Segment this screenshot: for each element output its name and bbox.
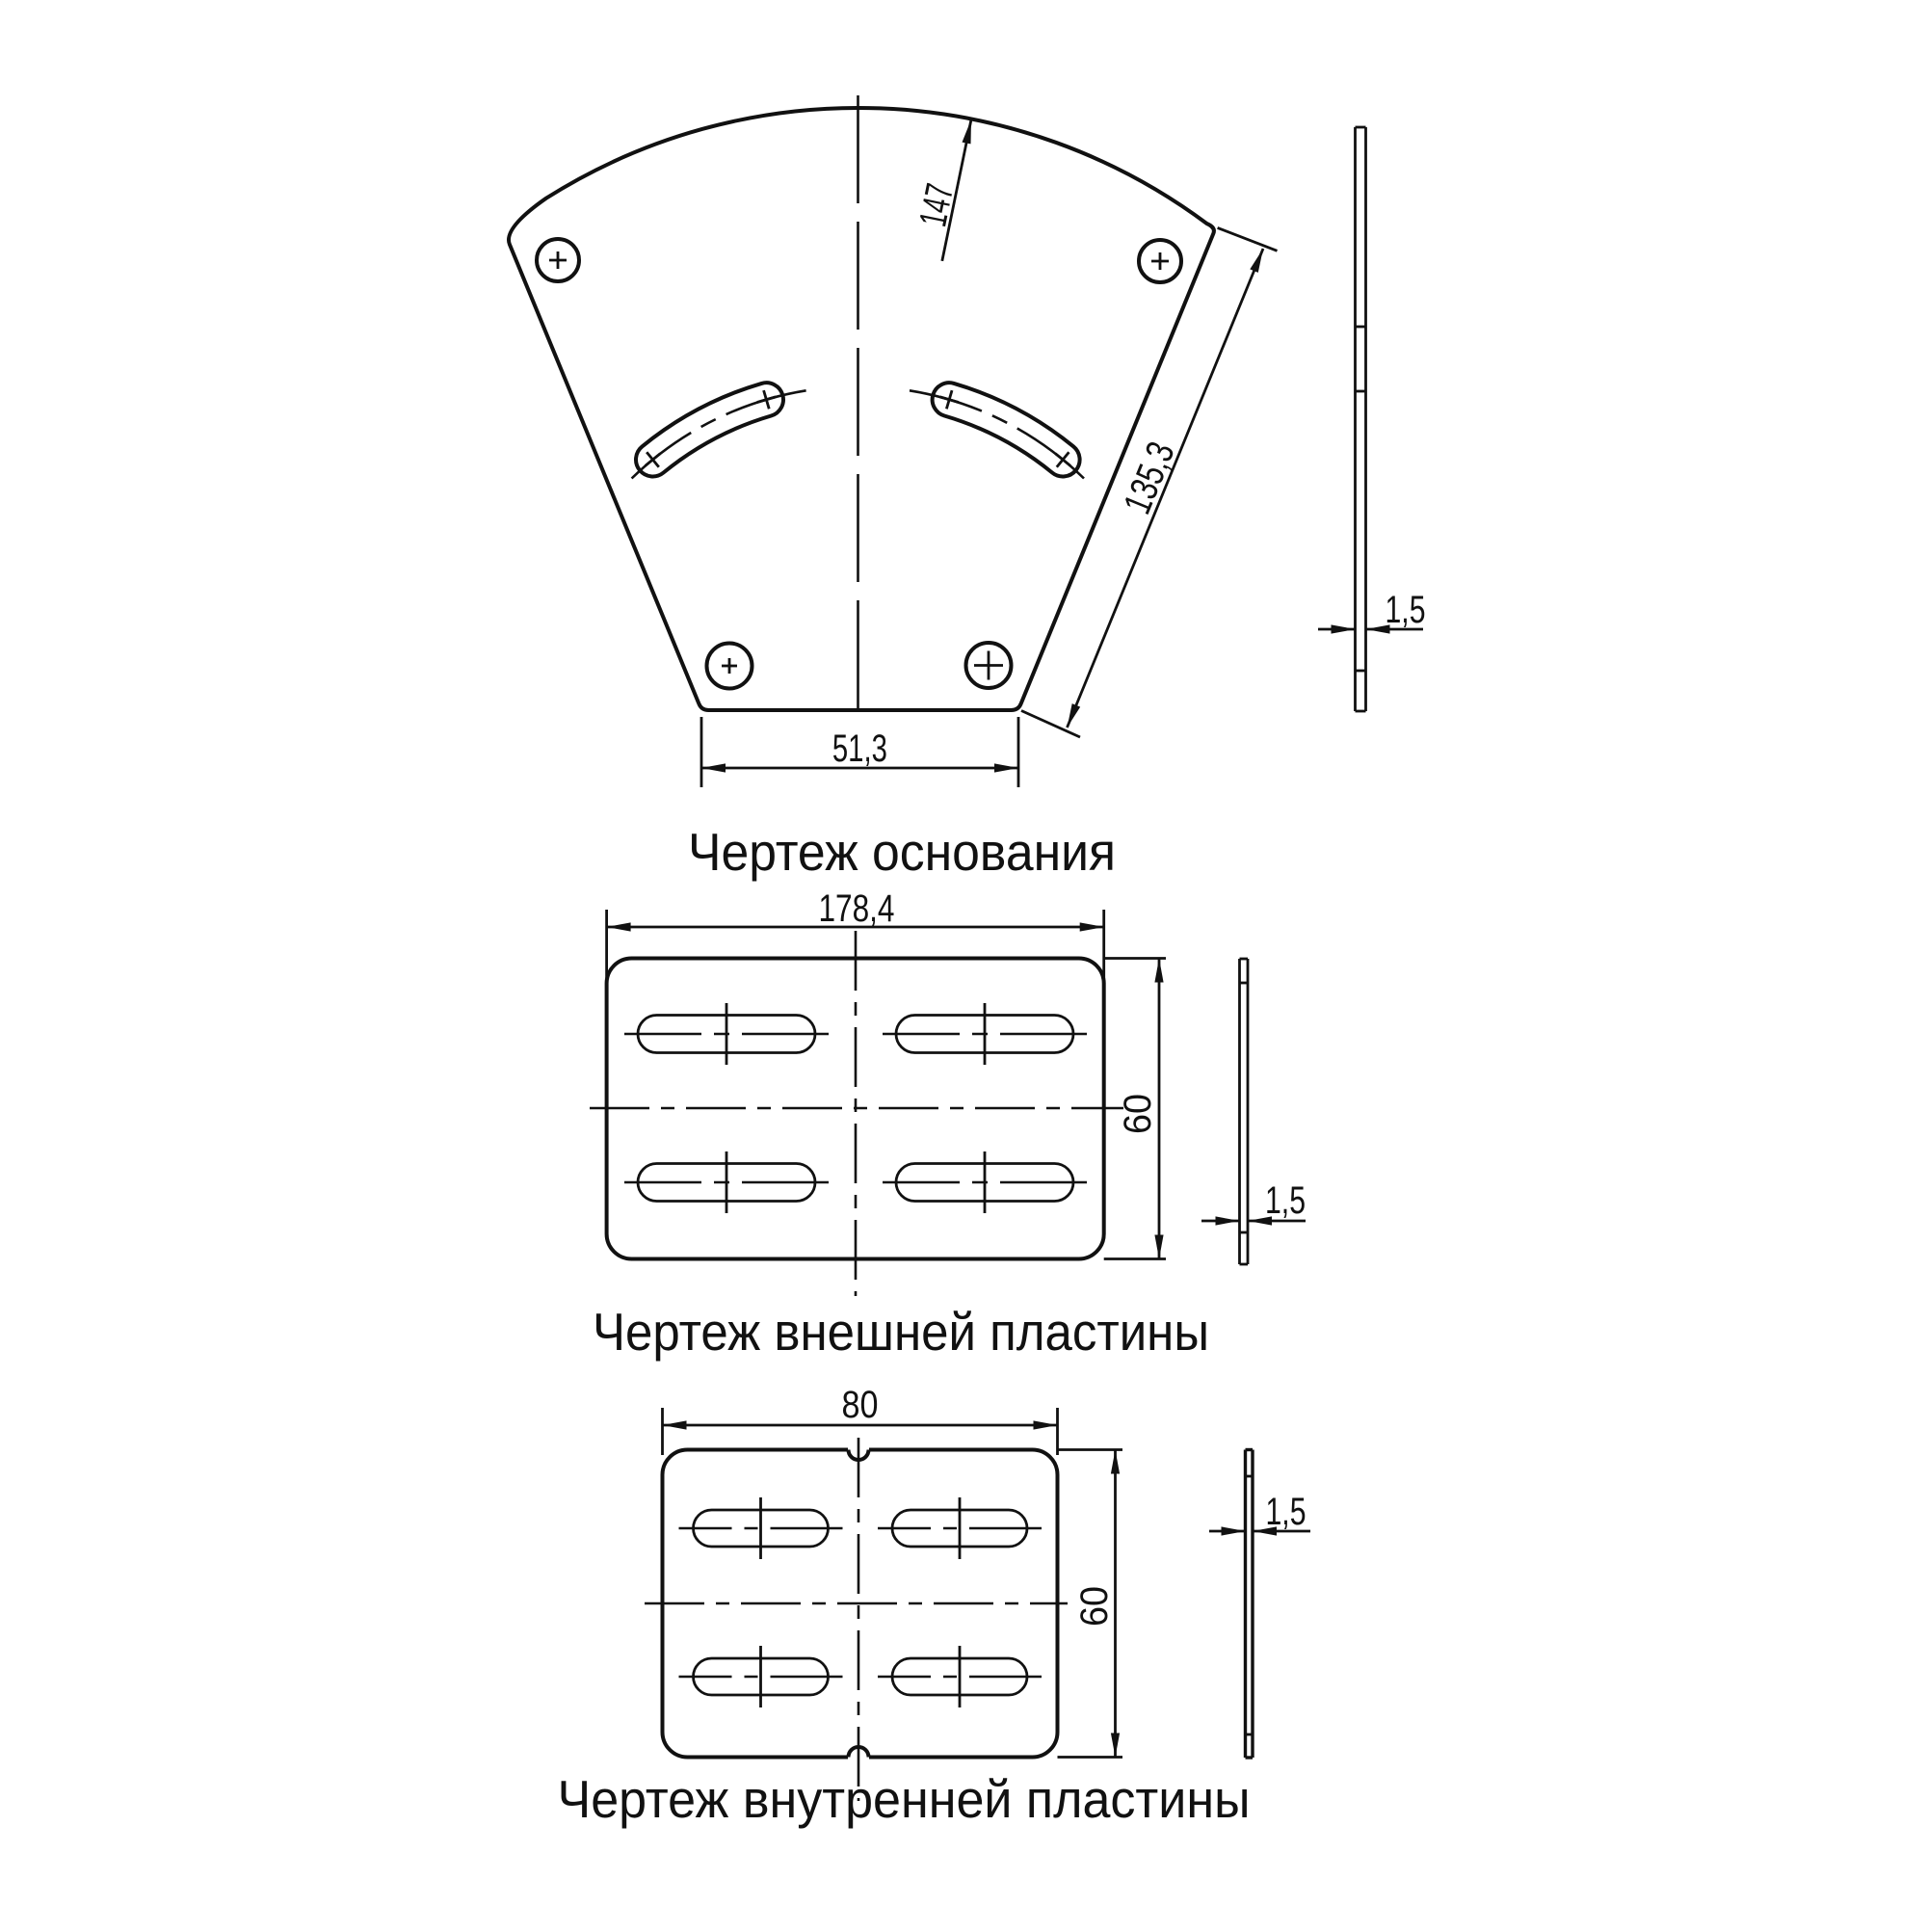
svg-text:80: 80 — [842, 1384, 879, 1426]
svg-text:Чертеж внутренней пластины: Чертеж внутренней пластины — [558, 1769, 1251, 1829]
svg-text:60: 60 — [1073, 1586, 1116, 1627]
svg-text:Чертеж внешней пластины: Чертеж внешней пластины — [593, 1302, 1209, 1362]
svg-text:178,4: 178,4 — [819, 887, 895, 930]
svg-text:147: 147 — [911, 180, 962, 230]
svg-text:Чертеж основания: Чертеж основания — [688, 822, 1116, 882]
svg-text:51,3: 51,3 — [832, 728, 887, 770]
svg-text:1,5: 1,5 — [1266, 1491, 1307, 1533]
svg-text:60: 60 — [1117, 1094, 1159, 1134]
svg-text:1,5: 1,5 — [1265, 1179, 1306, 1222]
svg-text:1,5: 1,5 — [1386, 589, 1426, 631]
